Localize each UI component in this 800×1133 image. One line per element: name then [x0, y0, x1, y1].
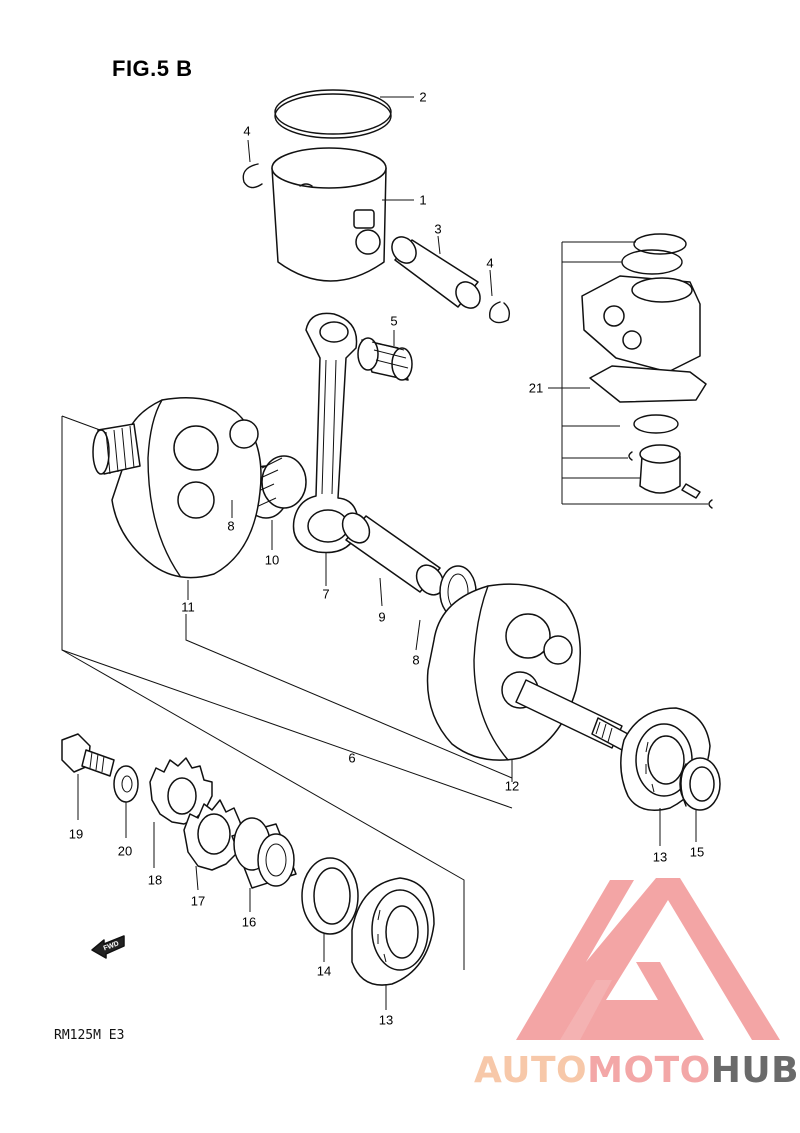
- watermark-brand: AUTOMOTOHUB: [474, 1050, 799, 1091]
- crank-bolt: [61, 733, 115, 777]
- callout-8: 8: [412, 652, 420, 668]
- watermark-part-hub: HUB: [710, 1050, 800, 1091]
- callout-15: 15: [689, 844, 705, 860]
- callout-14: 14: [316, 963, 332, 979]
- circlip-right: [489, 301, 511, 324]
- figure-title: FIG.5 B: [112, 56, 193, 81]
- spacer: [231, 817, 297, 889]
- leader-lines: [77, 96, 697, 1010]
- crank-half-left: [111, 397, 262, 579]
- callout-18: 18: [147, 872, 163, 888]
- watermark-part-moto: MOTO: [587, 1050, 711, 1091]
- callout-1: 1: [419, 192, 427, 208]
- model-code: RM125M E3: [54, 1028, 125, 1043]
- callout-16: 16: [241, 914, 257, 930]
- callout-2: 2: [419, 89, 427, 105]
- callout-13: 13: [652, 849, 668, 865]
- primary-drive-gear: [149, 757, 213, 825]
- crank-half-right: [426, 583, 581, 761]
- callout-17: 17: [190, 893, 206, 909]
- piston-ring: [274, 89, 392, 139]
- watermark-part-auto: AUTO: [474, 1050, 588, 1091]
- callout-6: 6: [348, 750, 356, 766]
- callout-4: 4: [243, 123, 251, 139]
- callout-21: 21: [528, 380, 544, 396]
- callout-3: 3: [434, 221, 442, 237]
- washer: [113, 765, 139, 803]
- crank-shaft-left: [92, 423, 141, 475]
- callout-19: 19: [68, 826, 84, 842]
- oil-seal-right: [679, 757, 721, 811]
- pump-drive-gear: [183, 799, 245, 871]
- small-end-needle-bearing: [357, 337, 413, 381]
- fwd-arrow-icon: FWD: [91, 935, 125, 959]
- crankshaft-assembly-frame: [61, 415, 513, 970]
- callout-10: 10: [264, 552, 280, 568]
- callout-12: 12: [504, 778, 520, 794]
- callout-5: 5: [390, 313, 398, 329]
- cylinder-kit-inset: [561, 233, 713, 509]
- callout-4: 4: [486, 255, 494, 271]
- piston-pin: [391, 236, 481, 309]
- watermark-logo-icon: [516, 878, 780, 1040]
- callout-20: 20: [117, 843, 133, 859]
- callout-8: 8: [227, 518, 235, 534]
- crank-bearing-left: [351, 877, 435, 986]
- piston: [271, 147, 387, 282]
- callout-13: 13: [378, 1012, 394, 1028]
- callout-7: 7: [322, 586, 330, 602]
- oil-seal-left: [301, 857, 359, 935]
- callout-9: 9: [378, 609, 386, 625]
- crank-pin: [341, 512, 445, 596]
- callout-11: 11: [181, 599, 195, 615]
- circlip-left: [242, 163, 263, 189]
